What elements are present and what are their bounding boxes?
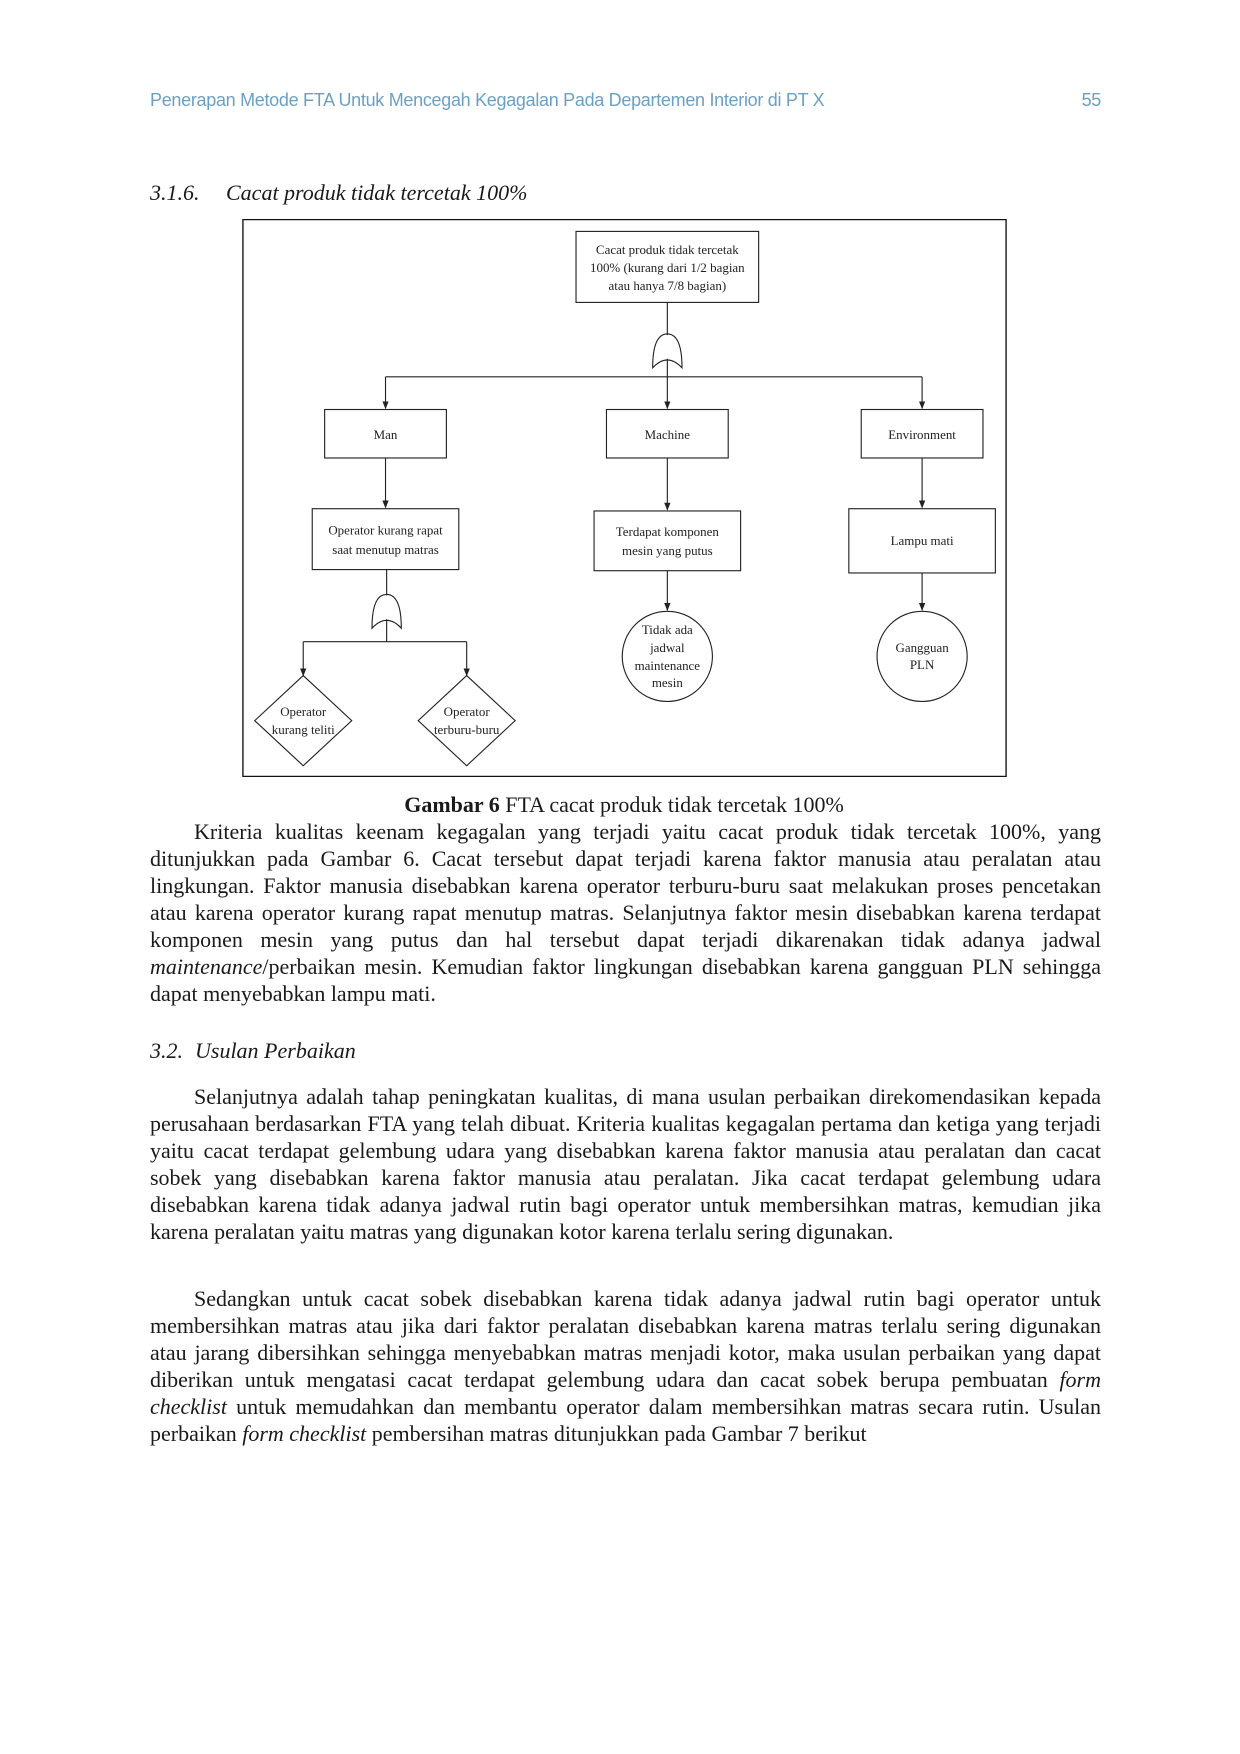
paragraph: Sedangkan untuk cacat sobek disebabkan k… <box>150 1285 1101 1447</box>
section-number: 3.2. <box>150 1038 183 1063</box>
man-cause-text: Operator kurang rapat <box>328 523 443 538</box>
text-run: Sedangkan untuk cacat sobek disebabkan k… <box>150 1286 1101 1392</box>
running-header: Penerapan Metode FTA Untuk Mencegah Kega… <box>150 90 825 110</box>
text-run: untuk memudahkan dan membantu operator d… <box>150 1394 1101 1446</box>
section-number: 3.1.6. <box>150 180 200 205</box>
environment-label: Environment <box>888 427 956 442</box>
top-event-text: atau hanya 7/8 bagian) <box>609 278 727 293</box>
undeveloped-event-diamond <box>253 674 353 767</box>
italic-term: form checklist <box>150 1367 1101 1419</box>
page-number: 55 <box>1081 90 1102 110</box>
man-cause-text: saat menutup matras <box>332 542 438 557</box>
section-heading-3-2: 3.2. Usulan Perbaikan <box>150 1038 356 1064</box>
basic-event-text: maintenance <box>635 658 701 673</box>
man-label: Man <box>374 427 398 442</box>
text-run: Kriteria kualitas keenam kegagalan yang … <box>150 819 1101 952</box>
section-title: Usulan Perbaikan <box>195 1038 356 1063</box>
machine-cause-text: mesin yang putus <box>622 543 713 558</box>
basic-event-text: Operator <box>444 704 491 719</box>
paragraph: Selanjutnya adalah tahap peningkatan kua… <box>150 1084 1101 1244</box>
basic-event-text: mesin <box>652 675 683 690</box>
top-event-text: 100% (kurang dari 1/2 bagian <box>590 260 745 275</box>
basic-event-circle <box>876 610 968 703</box>
machine-cause-text: Terdapat komponen <box>616 524 720 539</box>
section-title: Cacat produk tidak tercetak 100% <box>226 180 528 205</box>
machine-label: Machine <box>645 427 691 442</box>
basic-event-text: terburu-buru <box>434 722 500 737</box>
basic-event-text: Tidak ada <box>642 622 693 637</box>
paragraph: Kriteria kualitas keenam kegagalan yang … <box>150 818 1101 1007</box>
text-run: /perbaikan mesin. Kemudian faktor lingku… <box>150 954 1101 1006</box>
undeveloped-event-diamond <box>417 674 516 767</box>
basic-event-text: Gangguan <box>895 640 949 655</box>
basic-event-circle <box>621 610 713 703</box>
figure-caption: Gambar 6 FTA cacat produk tidak tercetak… <box>0 792 1240 818</box>
basic-event-text: kurang teliti <box>272 722 335 737</box>
figure-frame <box>242 219 1007 777</box>
caption-label: Gambar 6 <box>404 792 500 817</box>
italic-term: maintenance <box>150 954 263 979</box>
text-run: pembersihan matras ditunjukkan pada Gamb… <box>366 1421 867 1446</box>
env-cause-text: Lampu mati <box>891 533 954 548</box>
man-cause-box <box>311 508 460 571</box>
section-heading-3-1-6: 3.1.6. Cacat produk tidak tercetak 100% <box>150 180 527 206</box>
top-event-text: Cacat produk tidak tercetak <box>596 242 739 257</box>
caption-text: FTA cacat produk tidak tercetak 100% <box>499 792 844 817</box>
fta-diagram: Cacat produk tidak tercetak 100% (kurang… <box>242 219 1007 777</box>
italic-term: form checklist <box>242 1421 367 1446</box>
basic-event-text: PLN <box>910 657 935 672</box>
basic-event-text: jadwal <box>649 640 685 655</box>
machine-cause-box <box>593 510 742 572</box>
basic-event-text: Operator <box>280 704 327 719</box>
